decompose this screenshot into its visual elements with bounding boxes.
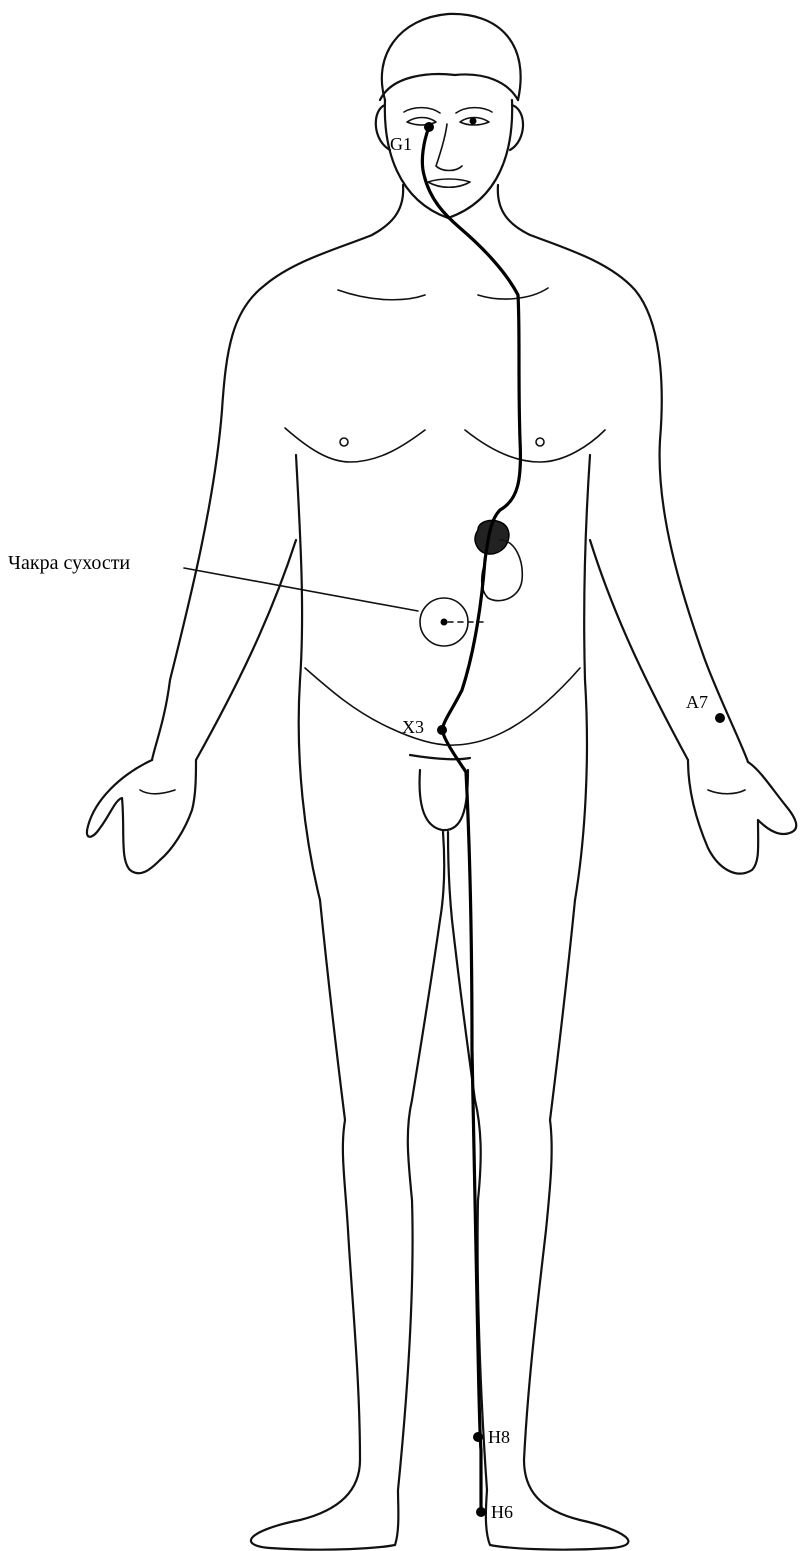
torso-and-arms xyxy=(152,185,748,900)
point-h8-dot xyxy=(473,1432,483,1442)
point-g1-dot xyxy=(424,122,434,132)
meridian-line xyxy=(422,127,520,1512)
point-a7-dot xyxy=(715,713,725,723)
chakra-label: Чакра сухости xyxy=(8,552,130,574)
point-x3-label: X3 xyxy=(402,717,424,737)
left-hand xyxy=(87,760,196,873)
head xyxy=(376,14,523,218)
right-hand xyxy=(688,760,796,874)
pelvis xyxy=(305,668,580,830)
point-g1-label: G1 xyxy=(390,134,412,154)
point-a7-label: A7 xyxy=(686,692,708,712)
dryness-chakra: Чакра сухости xyxy=(8,552,486,646)
point-h6-label: H6 xyxy=(491,1502,513,1522)
acupoints: G1 X3 A7 H8 H6 xyxy=(390,122,725,1522)
point-h8-label: H8 xyxy=(488,1427,510,1447)
point-h6-dot xyxy=(476,1507,486,1517)
legs xyxy=(251,832,628,1550)
point-x3-dot xyxy=(437,725,447,735)
